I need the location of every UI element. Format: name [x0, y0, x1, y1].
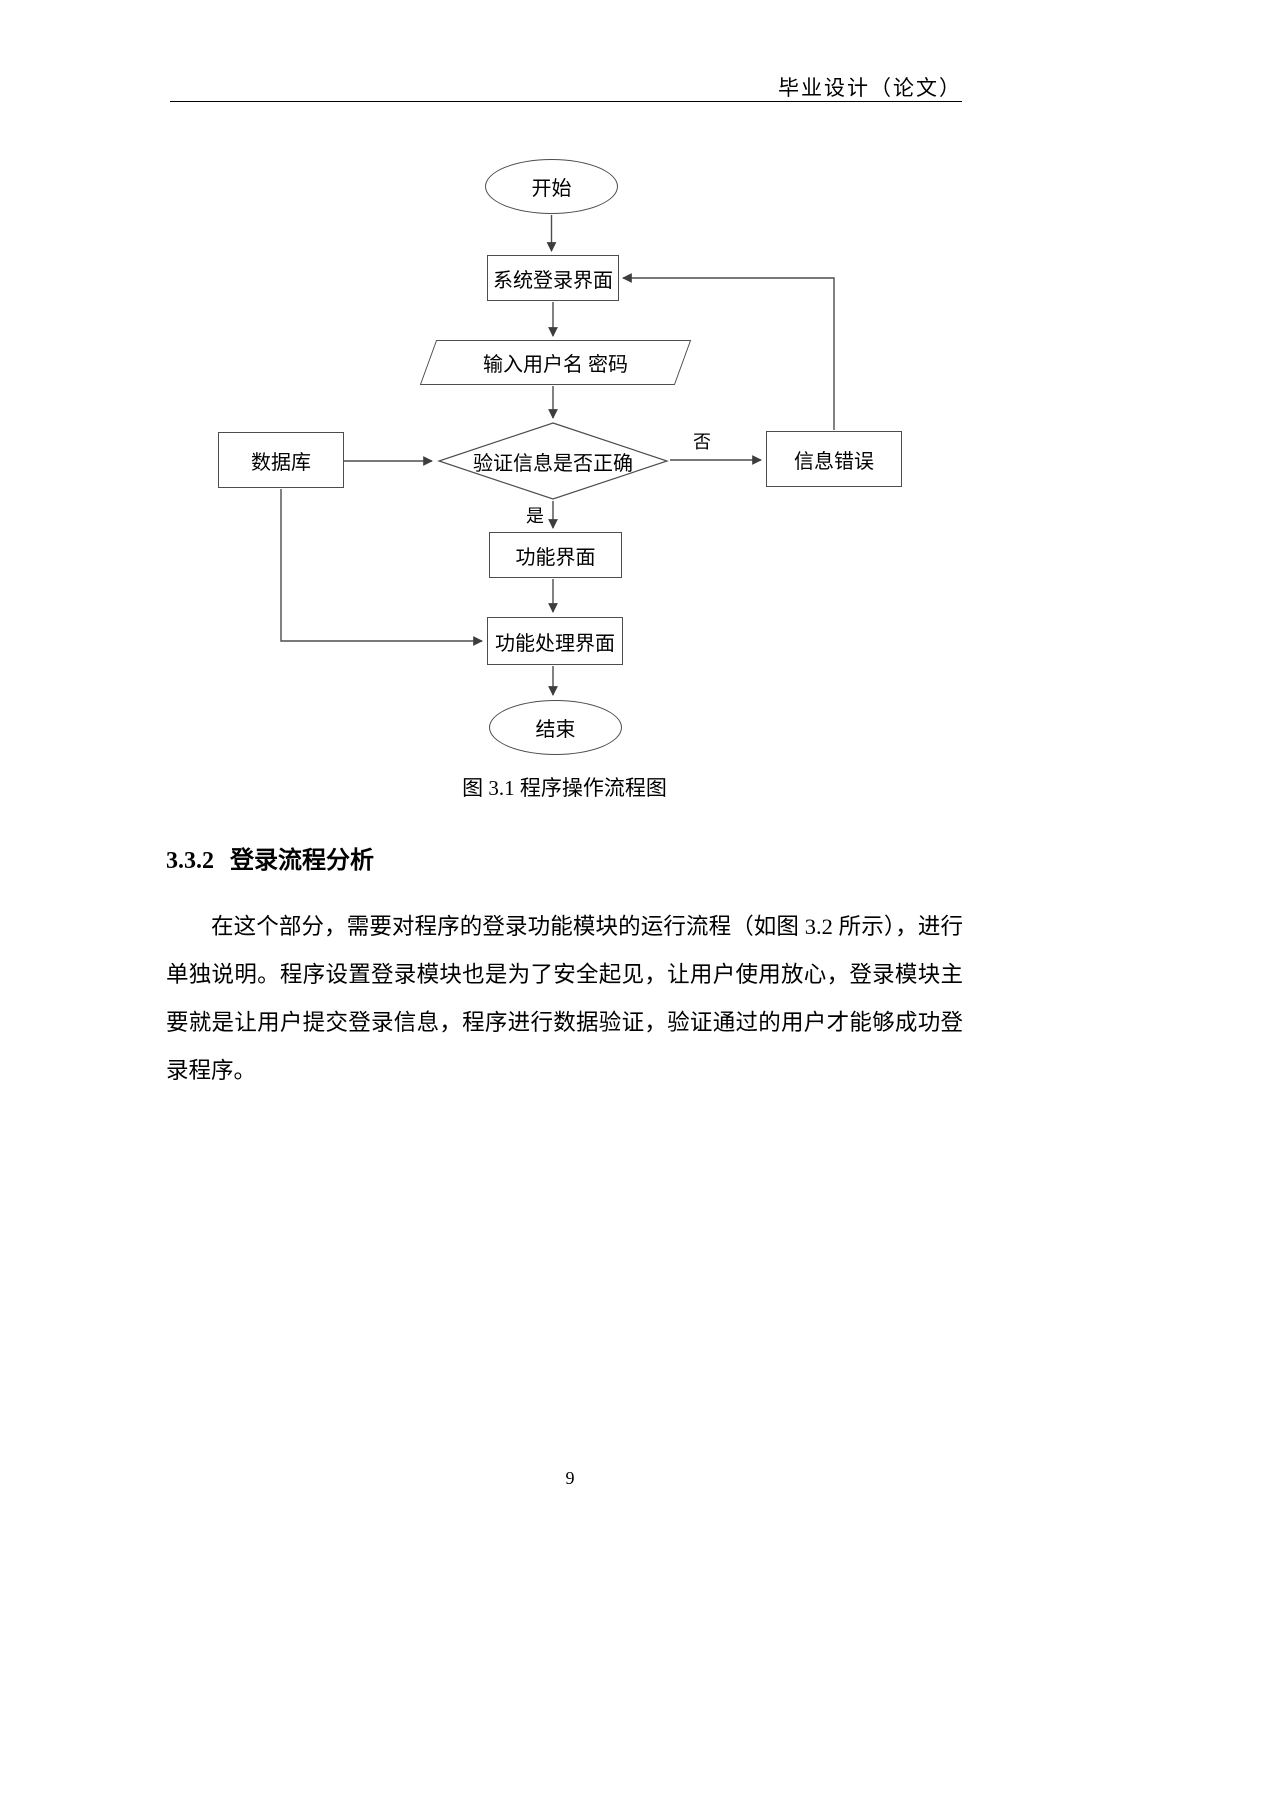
flow-node-database-label: 数据库 [251, 451, 311, 474]
arrow-database-to-process [280, 489, 483, 646]
branch-label-yes: 是 [524, 502, 546, 528]
flow-node-function-label: 功能界面 [515, 546, 596, 569]
flow-node-input-label: 输入用户名 密码 [483, 354, 628, 376]
section-heading: 3.3.2 登录流程分析 [166, 840, 374, 875]
flow-node-process: 功能处理界面 [487, 617, 623, 665]
body-paragraph: 在这个部分，需要对程序的登录功能模块的运行流程（如图 3.2 所示），进行单独说… [166, 914, 963, 1083]
section-heading-title: 登录流程分析 [230, 847, 374, 874]
flow-node-verify: 验证信息是否正确 [437, 422, 669, 500]
flow-node-start: 开始 [485, 159, 618, 214]
flow-node-end: 结束 [489, 700, 622, 755]
flow-node-end-label: 结束 [535, 719, 576, 741]
flow-node-start-label: 开始 [531, 178, 572, 200]
section-heading-number: 3.3.2 [166, 848, 214, 874]
page-number: 9 [565, 1468, 575, 1488]
flow-node-input: 输入用户名 密码 [419, 340, 692, 385]
flow-node-error: 信息错误 [766, 431, 902, 487]
flow-node-error-label: 信息错误 [794, 450, 874, 473]
branch-label-no: 否 [691, 428, 713, 454]
page-header-title: 毕业设计（论文） [778, 76, 962, 100]
header-divider [170, 101, 962, 102]
figure-caption: 图 3.1 程序操作流程图 [462, 776, 667, 800]
flow-node-verify-label: 验证信息是否正确 [473, 452, 633, 475]
flow-node-process-label: 功能处理界面 [495, 632, 615, 655]
diamond-shape [437, 422, 669, 500]
flow-node-function: 功能界面 [489, 532, 622, 578]
flow-node-login-label: 系统登录界面 [493, 269, 613, 292]
flow-node-database: 数据库 [218, 432, 344, 488]
flow-node-login: 系统登录界面 [487, 255, 619, 301]
